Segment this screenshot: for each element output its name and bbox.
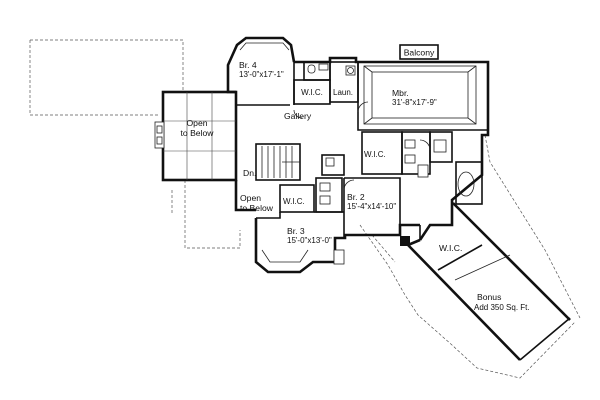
balcony-label: Balcony — [404, 48, 435, 58]
br4-label: Br. 4 — [239, 60, 257, 70]
gallery-label: Gallery — [284, 111, 312, 121]
lower-wic: W.I.C. — [400, 225, 483, 271]
door-swings — [293, 101, 431, 191]
open-to-below-label-2: to Below — [181, 128, 215, 138]
bedroom-4: Br. 4 13'-0"x17'-1" — [235, 42, 295, 106]
bedroom-3: Br. 3 15'-0"x13'-0" — [256, 211, 345, 265]
mbr-wic-label: W.I.C. — [364, 150, 386, 159]
master-bedroom: Mbr. 31'-8"x17'-9" — [357, 62, 488, 131]
gallery: Gallery — [284, 111, 312, 121]
bedroom-2: Br. 2 15'-4"x14'-10" — [343, 177, 401, 238]
br3-size: 15'-0"x13'-0" — [287, 236, 332, 245]
br4-size: 13'-0"x17'-1" — [239, 70, 284, 79]
balcony: Balcony — [399, 44, 439, 60]
br4-wic-label: W.I.C. — [301, 88, 323, 97]
laundry-label: Laun. — [333, 88, 353, 97]
br2-label: Br. 2 — [347, 192, 365, 202]
mbr-label: Mbr. — [392, 88, 409, 98]
lower-wic-label: W.I.C. — [439, 243, 462, 253]
br3-label: Br. 3 — [287, 226, 305, 236]
open-to-below-stair-1: Open — [240, 193, 261, 203]
br2-size: 15'-4"x14'-10" — [347, 202, 396, 211]
master-closet-bath: W.I.C. — [361, 131, 483, 205]
exterior-walls — [226, 36, 571, 361]
br4-closet-bath: W.I.C. — [293, 61, 331, 105]
br3-wic-label: W.I.C. — [283, 197, 305, 206]
open-to-below-stair-2: to Below — [240, 203, 274, 213]
laundry: Laun. — [329, 61, 359, 103]
bonus-room: Bonus Add 350 Sq. Ft. — [454, 254, 530, 312]
lower-level-outline — [29, 39, 581, 379]
center-bath: W.I.C. — [279, 154, 345, 213]
stair: Dn. Open to Below — [240, 143, 301, 213]
bonus-label: Bonus — [477, 292, 501, 302]
mbr-size: 31'-8"x17'-9" — [392, 98, 437, 107]
bonus-note: Add 350 Sq. Ft. — [474, 303, 530, 312]
open-to-below-label-1: Open — [186, 118, 207, 128]
down-label: Dn. — [243, 168, 256, 178]
open-to-below-area: Open to Below — [154, 90, 238, 182]
